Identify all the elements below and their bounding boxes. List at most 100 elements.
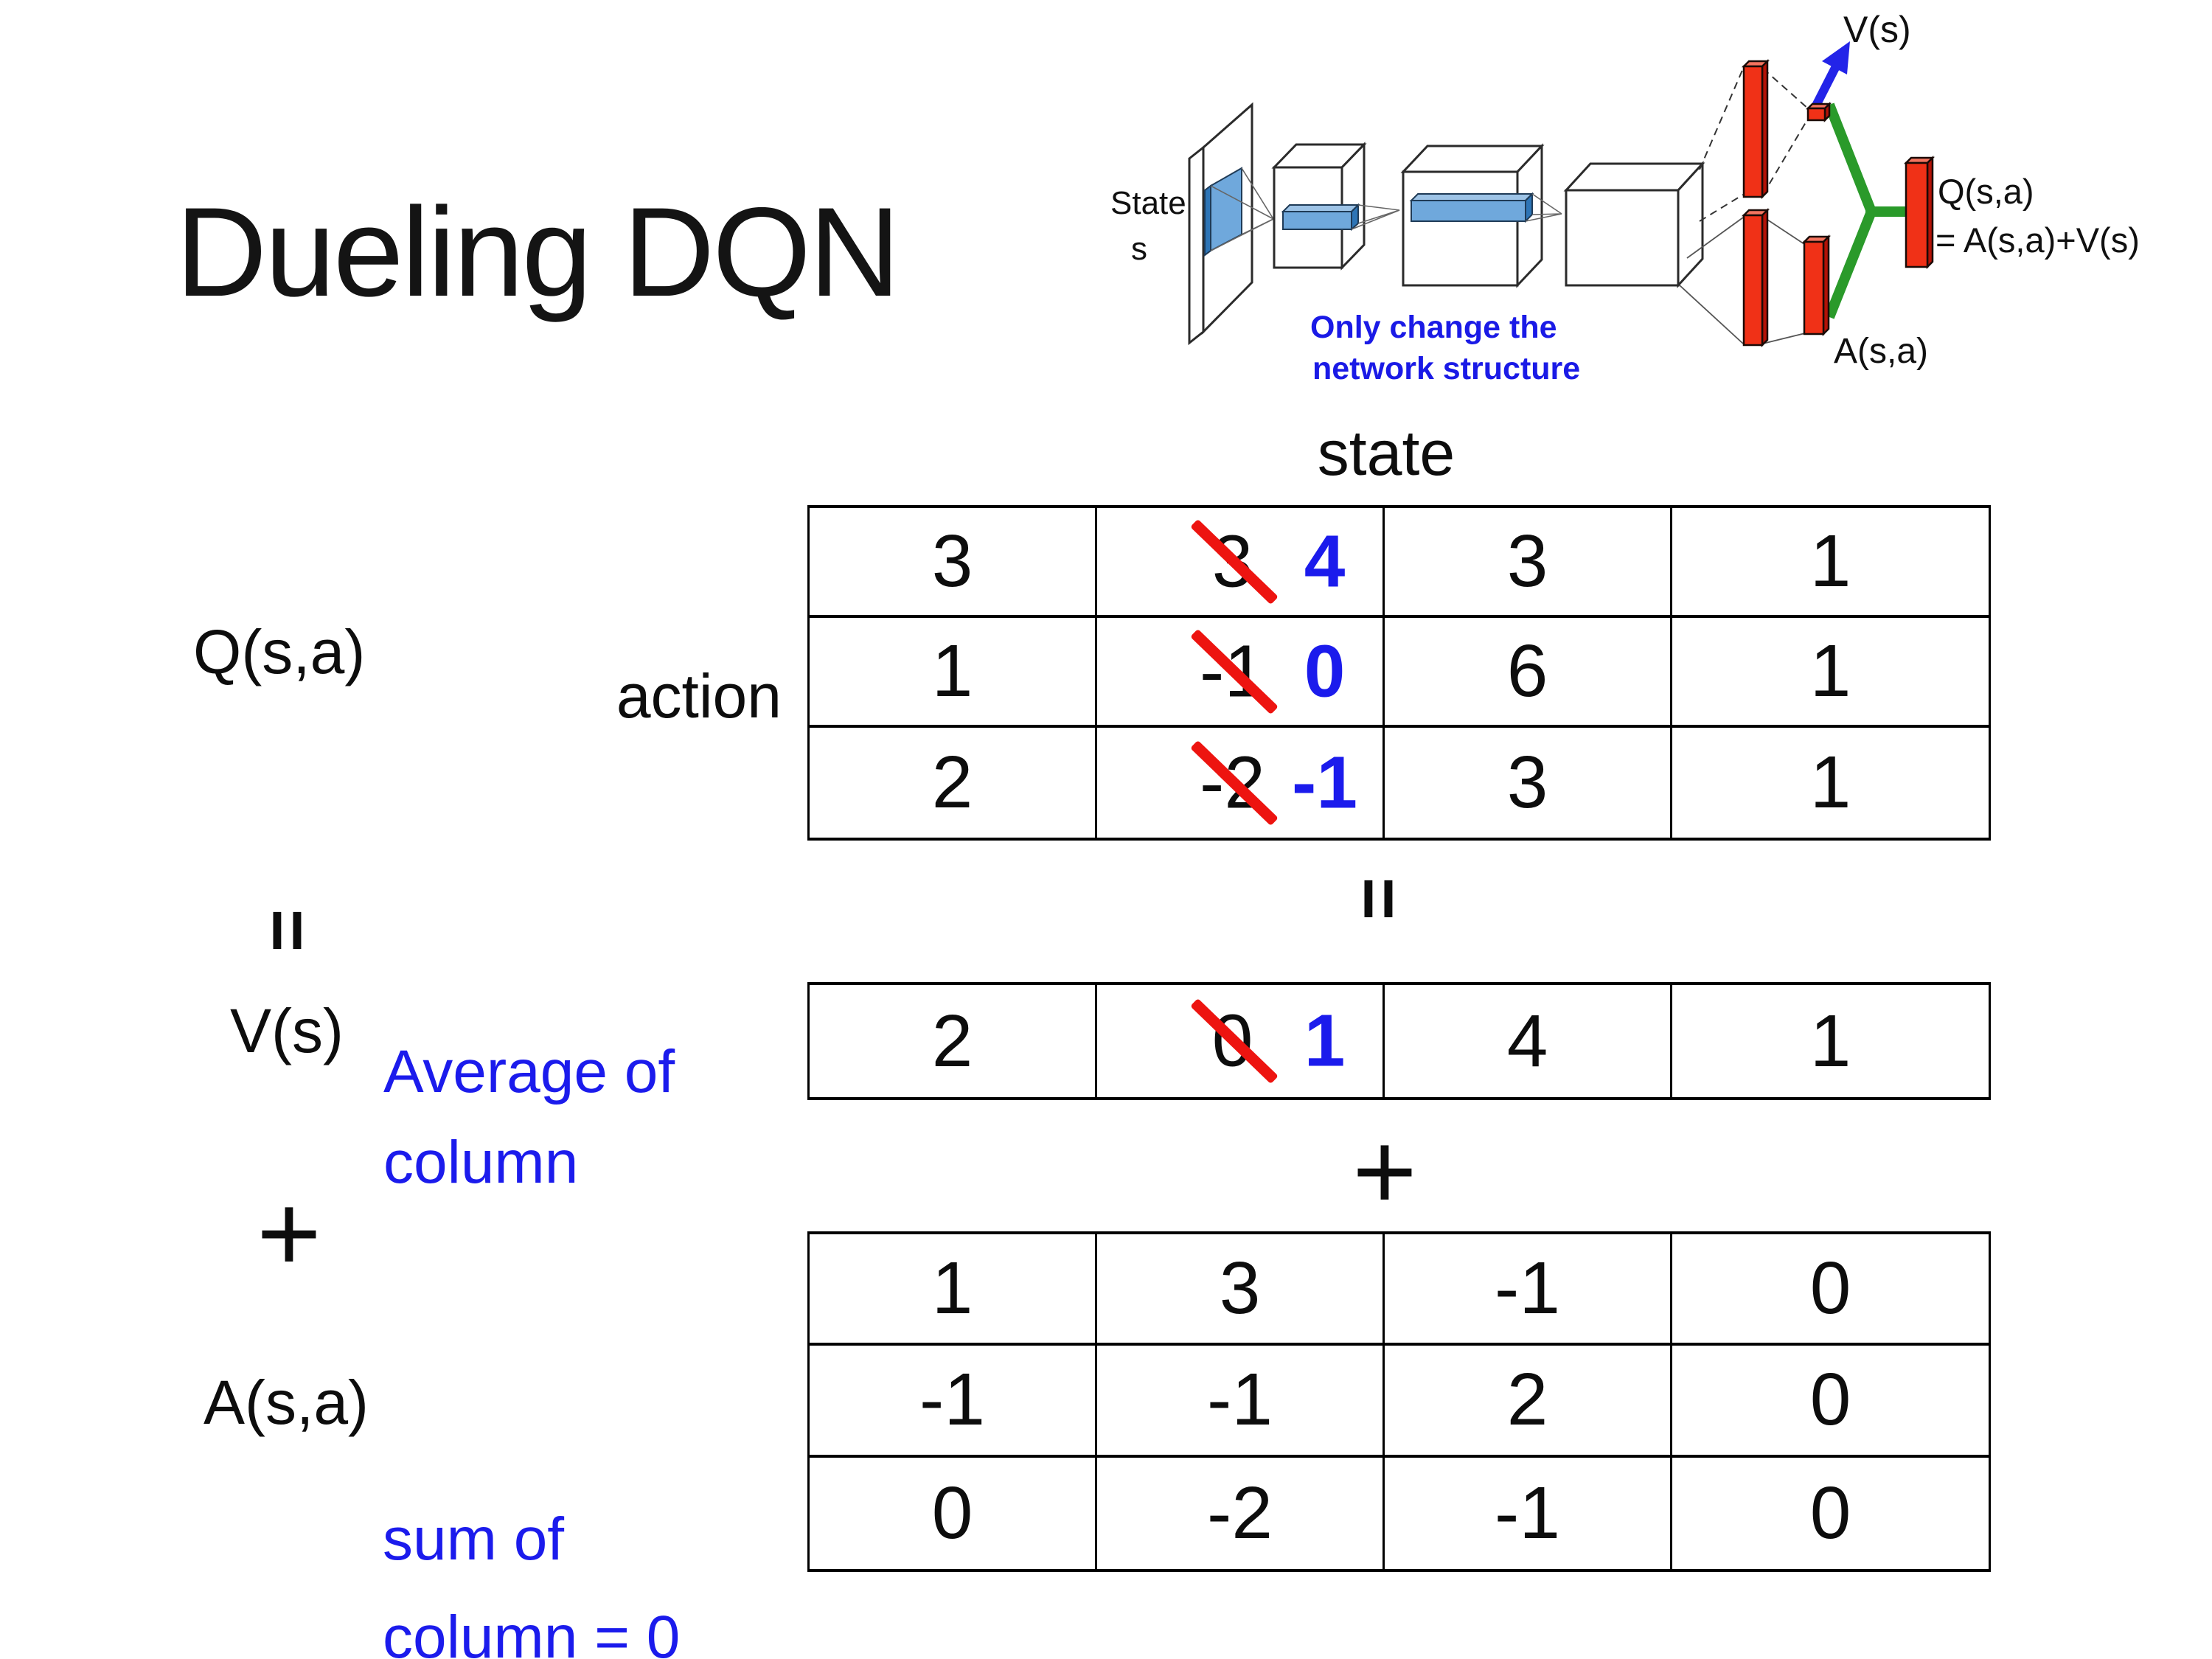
cell-value: -2 (1207, 1471, 1273, 1554)
feature-bar-icon-2 (1409, 192, 1534, 223)
merge-branch-icon (1824, 102, 1910, 319)
v-value-table: 2 0 1 4 1 (807, 982, 1991, 1100)
input-plate-icon (1188, 102, 1253, 346)
table-cell: 3 (1385, 728, 1672, 838)
page-title: Dueling DQN (175, 181, 900, 323)
diagram-state-label: State (1110, 185, 1186, 221)
diagram-q-label-line2: = A(s,a)+V(s) (1935, 220, 2140, 260)
cell-value: 0 (1809, 1471, 1851, 1554)
a-value-table: 1 3 -1 0 -1 -1 2 0 0 -2 -1 0 (807, 1231, 1991, 1572)
action-label: action (616, 661, 782, 731)
cell-value: 3 (1506, 520, 1548, 602)
diagram-note-line1: Only change the (1310, 310, 1557, 345)
cell-value: 1 (1809, 520, 1851, 602)
table-cell-corrected: -2 -1 (1097, 728, 1385, 838)
cell-value: 3 (1219, 1247, 1261, 1330)
cell-value: 0 (1809, 1358, 1851, 1441)
new-value: 4 (1304, 520, 1346, 602)
average-note-line1: Average of (383, 1038, 675, 1105)
cell-value: 1 (931, 630, 973, 712)
table-cell: -1 (1385, 1457, 1672, 1569)
table-cell-corrected: 3 4 (1097, 508, 1385, 618)
q-matrix-label: Q(s,a) (193, 617, 366, 686)
v-scalar-box-icon (1805, 101, 1832, 123)
sum-note-line2: column = 0 (383, 1603, 681, 1659)
table-cell: 0 (810, 1457, 1097, 1569)
cell-value: 2 (931, 741, 973, 824)
advantage-stream-lines (1679, 216, 1806, 344)
table-cell: -1 (810, 1346, 1097, 1458)
cell-value: 4 (1506, 999, 1548, 1082)
table-cell: 1 (810, 1234, 1097, 1346)
diagram-note-line2: network structure (1312, 351, 1580, 386)
v-matrix-label: V(s) (230, 996, 344, 1065)
sum-note-line1: sum of (383, 1506, 565, 1573)
cell-value: 3 (931, 520, 973, 602)
plus-sign-middle: + (1352, 1108, 1417, 1233)
table-cell: 1 (810, 618, 1097, 728)
table-cell: 3 (1385, 508, 1672, 618)
cell-value: 0 (931, 1471, 973, 1554)
table-cell-corrected: -1 0 (1097, 618, 1385, 728)
table-cell: -1 (1385, 1234, 1672, 1346)
sum-of-column-note: sum of column = 0 (383, 1491, 680, 1659)
table-cell: 1 (1672, 618, 1989, 728)
table-cell: 1 (1672, 728, 1989, 838)
cell-value: -1 (1207, 1358, 1273, 1441)
table-cell: -1 (1097, 1346, 1385, 1458)
diagram-v-label: V(s) (1843, 9, 1911, 50)
average-of-column-note: Average of column (383, 1026, 675, 1208)
cell-value: 1 (931, 1247, 973, 1330)
cell-value: 1 (1809, 999, 1851, 1082)
cell-value: 2 (1506, 1358, 1548, 1441)
a-matrix-label: A(s,a) (204, 1368, 369, 1437)
fc-bar-value-icon (1741, 58, 1770, 200)
table-cell: 0 (1672, 1234, 1989, 1346)
a-vector-bar-icon (1801, 234, 1832, 337)
v-output-arrow-icon (1811, 41, 1850, 109)
cell-value: 6 (1506, 630, 1548, 712)
new-value: -1 (1292, 741, 1357, 824)
cell-value: -1 (919, 1358, 985, 1441)
q-output-bar-icon (1903, 155, 1935, 270)
table-cell: 4 (1385, 985, 1672, 1097)
dueling-network-diagram: State s V(s) Q(s,a) = A(s,a)+V(s) A(s,a)… (1110, 9, 2140, 386)
diagram-q-label-line1: Q(s,a) (1938, 172, 2034, 211)
cell-value: -1 (1495, 1471, 1560, 1554)
conv-fan-lines-3 (1525, 193, 1562, 222)
cell-value: 3 (1506, 741, 1548, 824)
average-note-line2: column (383, 1129, 579, 1196)
table-cell: 0 (1672, 1346, 1989, 1458)
table-cell: -2 (1097, 1457, 1385, 1569)
table-cell: 6 (1385, 618, 1672, 728)
cell-value: -1 (1495, 1247, 1560, 1330)
table-cell: 3 (1097, 1234, 1385, 1346)
table-cell: 0 (1672, 1458, 1989, 1569)
cell-value: 2 (931, 999, 973, 1082)
cell-value: 0 (1809, 1247, 1851, 1330)
table-cell: 1 (1672, 508, 1989, 618)
table-cell: 2 (1385, 1346, 1672, 1458)
diagram-a-label: A(s,a) (1834, 332, 1928, 371)
table-cell: 2 (810, 728, 1097, 838)
conv-layer-box-2 (1400, 143, 1545, 288)
plus-sign-left: + (257, 1170, 321, 1295)
cell-value: 1 (1809, 630, 1851, 712)
new-value: 1 (1304, 999, 1346, 1082)
table-cell: 3 (810, 508, 1097, 618)
q-value-table: 3 3 4 3 1 1 -1 0 6 1 2 -2 -1 3 1 (807, 505, 1991, 841)
conv-fan-lines-2 (1351, 204, 1400, 230)
cell-value: 1 (1809, 741, 1851, 824)
diagram-state-s-label: s (1131, 231, 1147, 267)
table-cell-corrected: 0 1 (1097, 985, 1385, 1097)
state-header: state (1317, 418, 1455, 489)
value-stream-dashed-lines (1699, 68, 1809, 222)
table-cell: 1 (1672, 985, 1989, 1097)
equals-sign-middle: = (1338, 877, 1421, 921)
conv-layer-box-3 (1563, 161, 1705, 288)
equals-sign-left: = (246, 908, 330, 953)
table-cell: 2 (810, 985, 1097, 1097)
conv-fan-lines-1 (1210, 167, 1274, 251)
fc-bar-advantage-icon (1741, 207, 1770, 348)
